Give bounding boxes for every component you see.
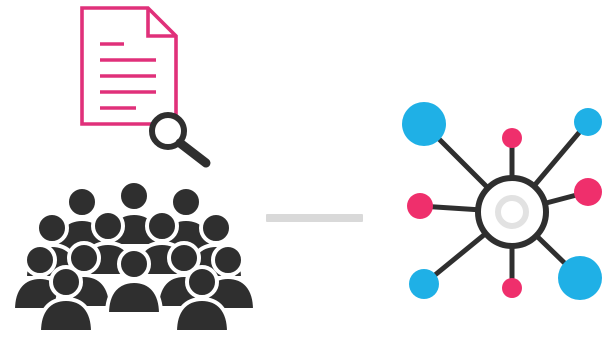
- network-node: [409, 269, 439, 299]
- people-group-icon: [11, 179, 257, 334]
- network-node: [574, 178, 602, 206]
- network-nodes: [402, 102, 602, 300]
- connector-line-svg: [266, 214, 363, 222]
- people-group-container: [11, 172, 257, 342]
- document-search-svg: [80, 6, 211, 168]
- network-hub-core: [475, 175, 549, 249]
- network-node: [407, 193, 433, 219]
- network-hub-container: [394, 88, 603, 304]
- document-search-group: [74, 4, 220, 168]
- magnifying-glass-icon: [149, 112, 211, 168]
- document-icon: [80, 6, 178, 126]
- network-hub-icon: [402, 102, 602, 300]
- network-node: [558, 256, 602, 300]
- network-node: [402, 102, 446, 146]
- network-node: [574, 108, 602, 136]
- network-node: [502, 278, 522, 298]
- connector-line: [266, 212, 363, 224]
- network-node: [502, 128, 522, 148]
